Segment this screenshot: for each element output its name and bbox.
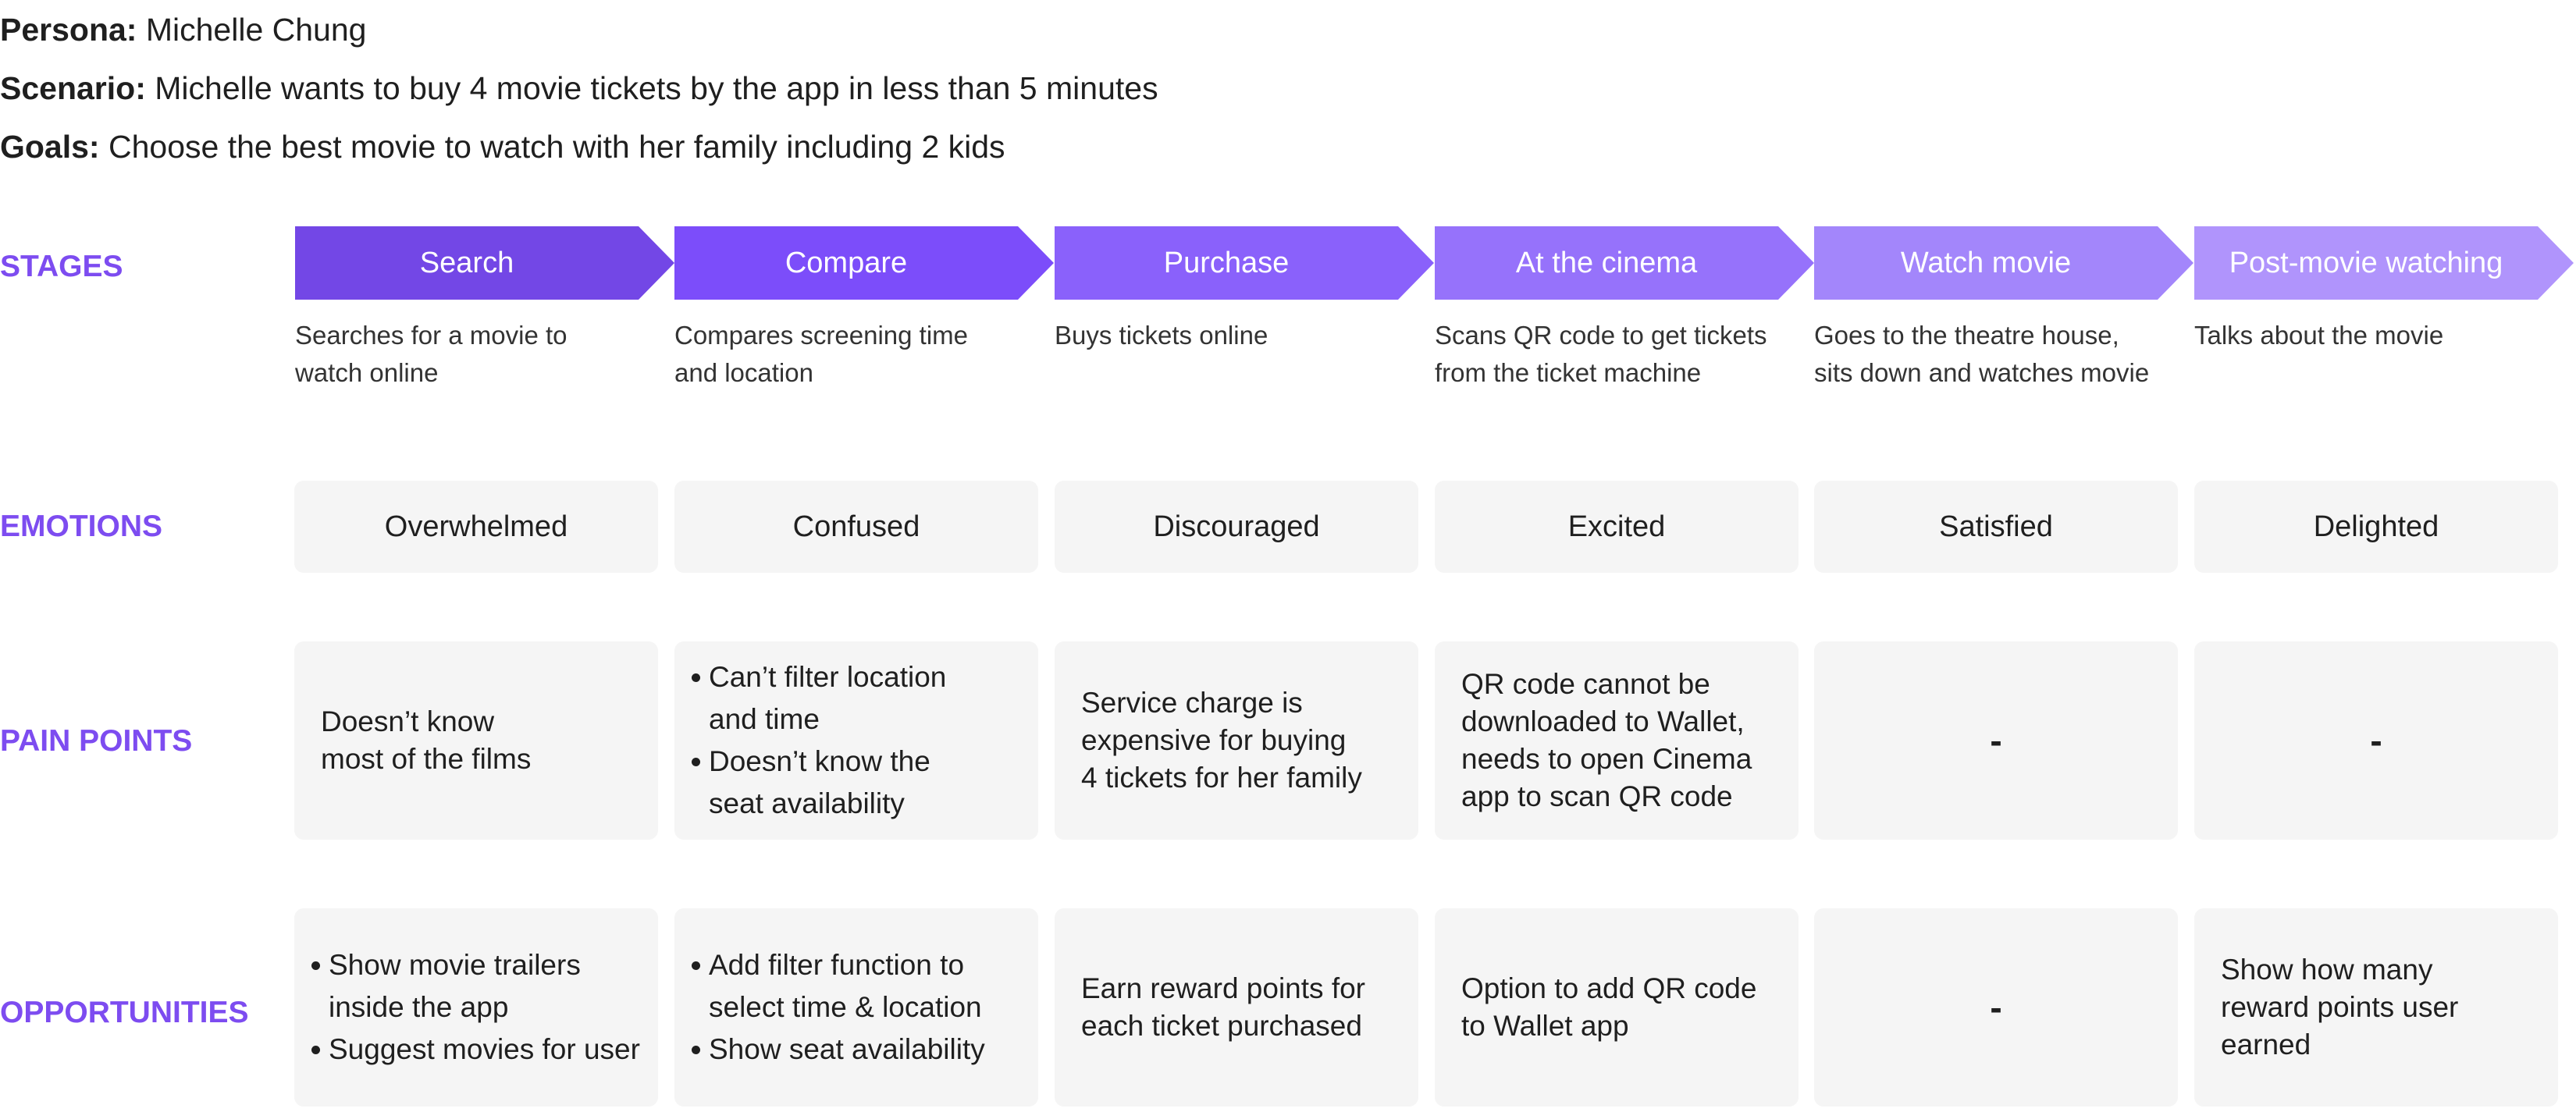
- stage-label: At the cinema: [1515, 246, 1698, 279]
- opportunity-text: Show how many reward points user earned: [2221, 954, 2459, 1060]
- emotion-text: Discouraged: [1153, 510, 1320, 543]
- scenario-value: Michelle wants to buy 4 movie tickets by…: [155, 70, 1158, 106]
- goals-label: Goals:: [0, 129, 100, 165]
- list-item: Can’t filter location and time: [688, 656, 946, 741]
- pain-text: -: [2370, 720, 2382, 761]
- stage-label: Search: [419, 246, 514, 279]
- stage-desc-purchase: Buys tickets online: [1055, 321, 1268, 350]
- pain-text: Doesn’t know most of the films: [321, 705, 532, 775]
- stage-label: Post-movie watching: [2229, 246, 2503, 279]
- stage-desc-post-movie: Talks about the movie: [2194, 321, 2444, 350]
- pain-cell-search: Doesn’t know most of the films: [294, 641, 658, 840]
- scenario-line: Scenario: Michelle wants to buy 4 movie …: [0, 66, 1158, 110]
- emotion-cell-purchase: Discouraged: [1055, 481, 1418, 573]
- opportunity-cell-at-the-cinema: Option to add QR code to Wallet app: [1435, 908, 1799, 1107]
- stage-desc-compare: Compares screening time and location: [674, 321, 968, 387]
- emotion-text: Excited: [1567, 510, 1666, 543]
- stage-search: Search: [295, 226, 674, 300]
- pain-cell-post-movie: -: [2194, 641, 2558, 840]
- stage-at-the-cinema: At the cinema: [1435, 226, 1814, 300]
- opportunity-cell-purchase: Earn reward points for each ticket purch…: [1055, 908, 1418, 1107]
- stage-label: Purchase: [1163, 246, 1290, 279]
- stage-post-movie: Post-movie watching: [2194, 226, 2574, 300]
- row-label-stages: STAGES: [0, 250, 123, 283]
- pain-cell-purchase: Service charge is expensive for buying 4…: [1055, 641, 1418, 840]
- stage-purchase: Purchase: [1055, 226, 1434, 300]
- stage-desc-at-the-cinema: Scans QR code to get tickets from the ti…: [1435, 321, 1767, 387]
- opportunity-cell-compare: Add filter function to select time & loc…: [674, 908, 1038, 1107]
- list-item: Show movie trailers inside the app: [308, 944, 640, 1029]
- pain-list: Can’t filter location and time Doesn’t k…: [688, 656, 946, 825]
- emotion-text: Delighted: [2313, 510, 2439, 543]
- opportunity-text: Earn reward points for each ticket purch…: [1081, 972, 1366, 1042]
- opportunity-text: Option to add QR code to Wallet app: [1461, 972, 1757, 1042]
- opportunity-cell-post-movie: Show how many reward points user earned: [2194, 908, 2558, 1107]
- emotion-text: Satisfied: [1939, 510, 2053, 543]
- row-label-opportunities: OPPORTUNITIES: [0, 996, 249, 1029]
- pain-text: -: [1990, 720, 2002, 761]
- emotion-text: Confused: [792, 510, 920, 543]
- pain-text: Service charge is expensive for buying 4…: [1081, 687, 1362, 794]
- opportunity-list: Add filter function to select time & loc…: [688, 944, 985, 1071]
- list-item: Doesn’t know the seat availability: [688, 741, 946, 825]
- scenario-label: Scenario:: [0, 70, 146, 106]
- emotion-cell-post-movie: Delighted: [2194, 481, 2558, 573]
- pain-cell-watch-movie: -: [1814, 641, 2178, 840]
- opportunity-text: -: [1990, 987, 2002, 1028]
- stage-desc-watch-movie: Goes to the theatre house, sits down and…: [1814, 321, 2150, 387]
- opportunity-cell-search: Show movie trailers inside the app Sugge…: [294, 908, 658, 1107]
- emotion-cell-search: Overwhelmed: [294, 481, 658, 573]
- emotion-cell-watch-movie: Satisfied: [1814, 481, 2178, 573]
- row-label-pain-points: PAIN POINTS: [0, 724, 193, 758]
- opportunity-list: Show movie trailers inside the app Sugge…: [308, 944, 640, 1071]
- row-label-emotions: EMOTIONS: [0, 510, 163, 543]
- list-item: Suggest movies for user: [308, 1029, 640, 1071]
- emotion-text: Overwhelmed: [384, 510, 568, 543]
- stage-label: Watch movie: [1900, 246, 2072, 279]
- stage-label: Compare: [785, 246, 908, 279]
- stage-watch-movie: Watch movie: [1814, 226, 2194, 300]
- list-item: Show seat availability: [688, 1029, 985, 1071]
- pain-text: QR code cannot be downloaded to Wallet, …: [1461, 668, 1752, 812]
- persona-line: Persona: Michelle Chung: [0, 8, 366, 52]
- goals-value: Choose the best movie to watch with her …: [109, 129, 1005, 165]
- opportunity-cell-watch-movie: -: [1814, 908, 2178, 1107]
- pain-cell-compare: Can’t filter location and time Doesn’t k…: [674, 641, 1038, 840]
- goals-line: Goals: Choose the best movie to watch wi…: [0, 125, 1005, 169]
- stage-desc-search: Searches for a movie to watch online: [295, 321, 568, 387]
- emotion-cell-compare: Confused: [674, 481, 1038, 573]
- emotion-cell-at-the-cinema: Excited: [1435, 481, 1799, 573]
- pain-cell-at-the-cinema: QR code cannot be downloaded to Wallet, …: [1435, 641, 1799, 840]
- stage-compare: Compare: [674, 226, 1054, 300]
- persona-label: Persona:: [0, 12, 137, 48]
- list-item: Add filter function to select time & loc…: [688, 944, 985, 1029]
- persona-value: Michelle Chung: [145, 12, 367, 48]
